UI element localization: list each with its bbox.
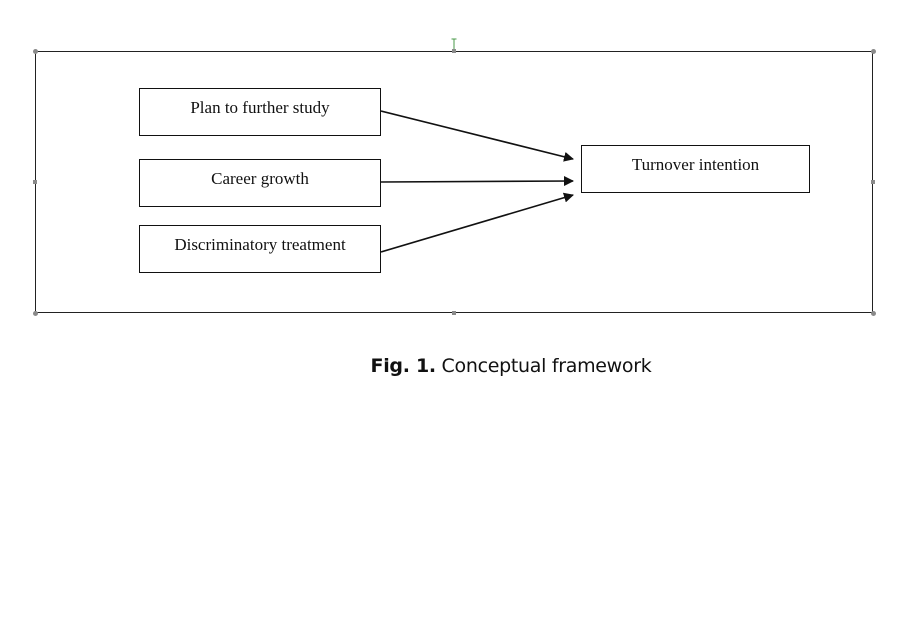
factor-label: Career growth bbox=[211, 169, 309, 188]
resize-handle-right[interactable] bbox=[871, 180, 875, 184]
figure-caption: Fig. 1. Conceptual framework bbox=[0, 355, 914, 377]
resize-handle-top-right[interactable] bbox=[871, 49, 876, 54]
resize-handle-bottom[interactable] bbox=[452, 311, 456, 315]
resize-handle-bottom-right[interactable] bbox=[871, 311, 876, 316]
resize-handle-left[interactable] bbox=[33, 180, 37, 184]
outcome-label: Turnover intention bbox=[631, 155, 760, 174]
factor-box-career-growth: Career growth bbox=[139, 159, 381, 207]
figure-title: Conceptual framework bbox=[441, 355, 652, 377]
outcome-box-turnover-intention: Turnover intention bbox=[581, 145, 810, 193]
factor-label: Plan to further study bbox=[190, 98, 330, 117]
factor-box-discriminatory-treatment: Discriminatory treatment bbox=[139, 225, 381, 273]
resize-handle-bottom-left[interactable] bbox=[33, 311, 38, 316]
resize-handle-top[interactable] bbox=[452, 49, 456, 53]
figure-number: Fig. 1. bbox=[370, 355, 437, 377]
factor-label: Discriminatory treatment bbox=[174, 235, 346, 254]
resize-handle-top-left[interactable] bbox=[33, 49, 38, 54]
factor-box-plan-to-further-study: Plan to further study bbox=[139, 88, 381, 136]
rotate-handle-icon[interactable] bbox=[449, 38, 459, 50]
